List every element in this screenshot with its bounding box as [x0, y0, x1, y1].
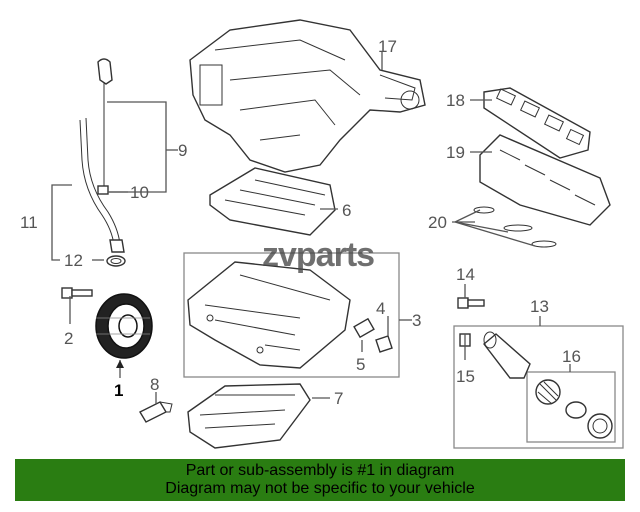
callout-13: 13	[530, 297, 549, 316]
callout-9: 9	[178, 141, 187, 160]
footer-line-1: Part or sub-assembly is #1 in diagram	[185, 462, 455, 479]
leader-lines	[51, 52, 571, 404]
oil-pan-upper	[187, 261, 351, 369]
oil-filter-element	[535, 379, 613, 439]
oil-filter-housing	[483, 331, 531, 379]
sealant-tube	[139, 401, 173, 423]
intake-manifold	[189, 19, 426, 173]
drain-plug	[353, 317, 393, 353]
callout-3: 3	[412, 311, 421, 330]
callout-10: 10	[130, 183, 149, 202]
callout-19: 19	[446, 143, 465, 162]
callout-11: 11	[20, 213, 38, 232]
callout-15: 15	[456, 367, 475, 386]
oil-filter-element-box	[526, 371, 616, 443]
callout-18: 18	[446, 91, 465, 110]
callout-12: 12	[64, 251, 83, 270]
filter-housing-bolt	[457, 297, 485, 309]
oil-pan-baffle	[209, 167, 336, 236]
callout-1: 1	[114, 381, 123, 400]
callout-2: 2	[64, 329, 73, 348]
callout-6: 6	[342, 201, 351, 220]
lower-intake-manifold	[479, 134, 611, 226]
callout-20: 20	[428, 213, 447, 232]
callout-16: 16	[562, 347, 581, 366]
callout-7: 7	[334, 389, 343, 408]
callout-4: 4	[376, 299, 385, 318]
callout-17: 17	[378, 37, 397, 56]
brand-watermark: zvparts	[262, 236, 375, 274]
pulley-bolt	[61, 287, 93, 299]
callout-8: 8	[150, 375, 159, 394]
oil-filter-box	[453, 325, 624, 449]
intake-gasket	[483, 87, 591, 159]
port-gaskets	[473, 206, 557, 248]
dipstick-assembly	[79, 58, 126, 267]
oil-pan-lower	[187, 383, 311, 449]
callout-5: 5	[356, 355, 365, 374]
oil-pan-box	[183, 252, 400, 378]
crankshaft-pulley	[95, 293, 153, 359]
callout-14: 14	[456, 265, 475, 284]
footer-banner: Part or sub-assembly is #1 in diagram Di…	[15, 459, 625, 501]
parts-diagram: 17 18 19 20 9 10 11 12 6 3 4 5 7 8 2 1 1…	[20, 19, 624, 449]
footer-line-2: Diagram may not be specific to your vehi…	[165, 480, 475, 497]
